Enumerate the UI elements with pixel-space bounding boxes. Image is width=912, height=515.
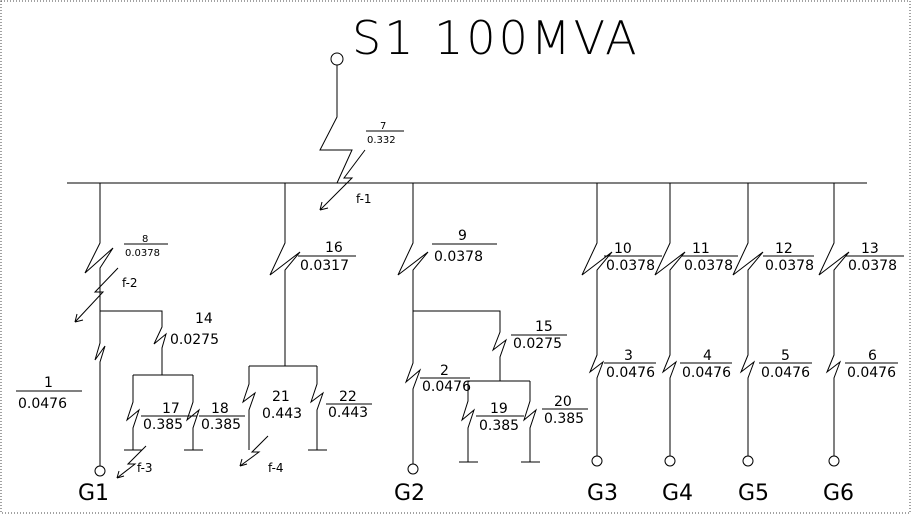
fault-f4-label: f-4 [268, 461, 284, 475]
branch-16-path [269, 183, 301, 366]
label-4-value: 0.0476 [682, 365, 731, 381]
branch-g6-path [818, 183, 850, 456]
label-5-id: 5 [781, 348, 790, 364]
fault-f3-label: f-3 [137, 461, 153, 475]
label-16-id: 16 [325, 240, 343, 256]
label-2-id: 2 [440, 363, 449, 379]
label-8-value: 0.0378 [125, 248, 160, 259]
label-14-value: 0.0275 [170, 332, 219, 348]
fault-f2-label: f-2 [122, 276, 138, 290]
g6-label: G6 [823, 481, 854, 506]
branch-g2-path [397, 183, 429, 464]
label-4-id: 4 [703, 348, 712, 364]
label-10-value: 0.0378 [606, 258, 655, 274]
label-16-value: 0.0317 [300, 258, 349, 274]
g1-label: G1 [78, 481, 109, 506]
fault-f2-arrowhead [74, 313, 84, 323]
label-1-id: 1 [44, 375, 53, 391]
label-15-value: 0.0275 [513, 336, 562, 352]
fault-f4-arrow [239, 435, 269, 467]
fault-f3-arrowhead [116, 470, 125, 479]
branch-14-path [100, 310, 167, 375]
g5-label: G5 [738, 481, 769, 506]
label-13-id: 13 [861, 241, 879, 257]
label-22-id: 22 [339, 389, 357, 405]
label-19-id: 19 [490, 401, 508, 417]
fault-f4-arrowhead [239, 458, 248, 467]
label-18-value: 0.385 [201, 417, 241, 433]
label-7-id: 7 [380, 121, 386, 132]
label-22-value: 0.443 [328, 405, 368, 421]
label-17-id: 17 [162, 401, 180, 417]
g4-node [664, 455, 676, 467]
branch-15-path [413, 310, 508, 381]
branch-20-path [521, 381, 540, 463]
branch-18-path [184, 375, 203, 451]
label-5-value: 0.0476 [761, 365, 810, 381]
g3-node [591, 455, 603, 467]
g6-node [828, 455, 840, 467]
label-11-id: 11 [692, 241, 710, 257]
label-21-id: 21 [272, 389, 290, 405]
branch-g3-path [581, 183, 613, 456]
label-1-value: 0.0476 [18, 396, 67, 412]
g2-node [407, 463, 419, 475]
source-node [330, 52, 344, 66]
label-10-id: 10 [614, 241, 632, 257]
g5-node [742, 455, 754, 467]
label-13-value: 0.0378 [848, 258, 897, 274]
label-14-id: 14 [195, 311, 213, 327]
fault-f1-arrowhead [319, 201, 329, 211]
fault-f1-arrow [319, 149, 366, 211]
label-20-id: 20 [554, 394, 572, 410]
label-12-value: 0.0378 [765, 258, 814, 274]
label-21-value: 0.443 [262, 406, 302, 422]
label-3-id: 3 [624, 348, 633, 364]
label-20-value: 0.385 [544, 411, 584, 427]
fault-f1-label: f-1 [356, 192, 372, 206]
label-8-id: 8 [142, 234, 148, 245]
label-7-value: 0.332 [367, 135, 396, 146]
label-9-value: 0.0378 [434, 249, 483, 265]
diagram-title: S1 100MVA [352, 11, 640, 65]
label-9-id: 9 [458, 228, 467, 244]
branch-22-path [308, 366, 327, 451]
branch-19-path [459, 381, 478, 463]
label-15-id: 15 [535, 319, 553, 335]
label-2-value: 0.0476 [422, 379, 471, 395]
g2-label: G2 [394, 481, 425, 506]
label-3-value: 0.0476 [606, 365, 655, 381]
g4-label: G4 [662, 481, 693, 506]
g3-label: G3 [587, 481, 618, 506]
branch-g5-path [732, 183, 764, 456]
fault-f3-arrow [116, 445, 147, 479]
label-6-value: 0.0476 [847, 365, 896, 381]
branch-g1-path [84, 183, 114, 466]
label-18-id: 18 [211, 401, 229, 417]
branch-7-impedance [319, 65, 353, 184]
label-17-value: 0.385 [143, 417, 183, 433]
label-11-value: 0.0378 [684, 258, 733, 274]
label-19-value: 0.385 [479, 418, 519, 434]
label-12-id: 12 [775, 241, 793, 257]
g1-node [94, 465, 106, 477]
label-6-id: 6 [868, 348, 877, 364]
branch-g4-path [654, 183, 686, 456]
branch-17-path [124, 375, 142, 451]
branch-21-path [242, 366, 257, 450]
fault-f2-arrow [74, 267, 119, 323]
